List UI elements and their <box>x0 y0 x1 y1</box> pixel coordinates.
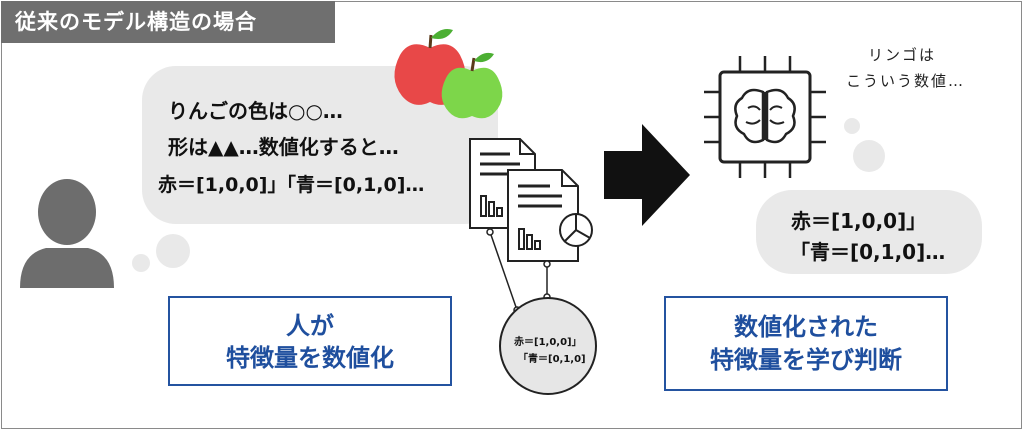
big-right-arrow <box>604 124 690 226</box>
ai-thought-line-2: こういう数値… <box>846 72 966 90</box>
right-description-box: 数値化された 特徴量を学び判断 <box>664 296 948 391</box>
pie-chart-document-icon <box>507 169 593 262</box>
left-box-line-1: 人が <box>286 312 334 340</box>
right-speech-bubble <box>756 190 982 274</box>
right-bubble-line-2: 「青＝[0,1,0]… <box>790 240 946 264</box>
left-bubble-line-3: 赤＝[1,0,0]」「青＝[0,1,0]… <box>158 174 425 196</box>
green-apple-icon <box>441 52 503 119</box>
vector-circle-line-2: 「青＝[0,1,0] <box>518 354 586 365</box>
ai-chip-brain-icon <box>704 56 826 178</box>
right-bubble-line-1: 赤＝[1,0,0]」 <box>791 209 927 233</box>
person-icon <box>20 179 114 288</box>
left-bubble-line-1: りんごの色は○○… <box>168 99 343 123</box>
left-bubble-line-2: 形は▲▲…数値化すると… <box>168 135 399 159</box>
left-box-line-2: 特徴量を数値化 <box>226 344 394 372</box>
vector-circle-line-1: 赤＝[1,0,0]」 <box>514 337 582 348</box>
bubble-dot-small <box>132 254 150 272</box>
left-description-box: 人が 特徴量を数値化 <box>168 296 452 386</box>
right-box-line-2: 特徴量を学び判断 <box>710 346 902 374</box>
right-box-line-1: 数値化された <box>734 313 878 341</box>
bubble-dot-large <box>156 234 190 268</box>
diagram-title: 従来のモデル構造の場合 <box>1 1 335 43</box>
thought-dot-small <box>844 118 860 134</box>
ai-thought-line-1: リンゴは <box>868 46 937 64</box>
vector-circle <box>499 297 597 395</box>
thought-dot-large <box>853 140 885 172</box>
